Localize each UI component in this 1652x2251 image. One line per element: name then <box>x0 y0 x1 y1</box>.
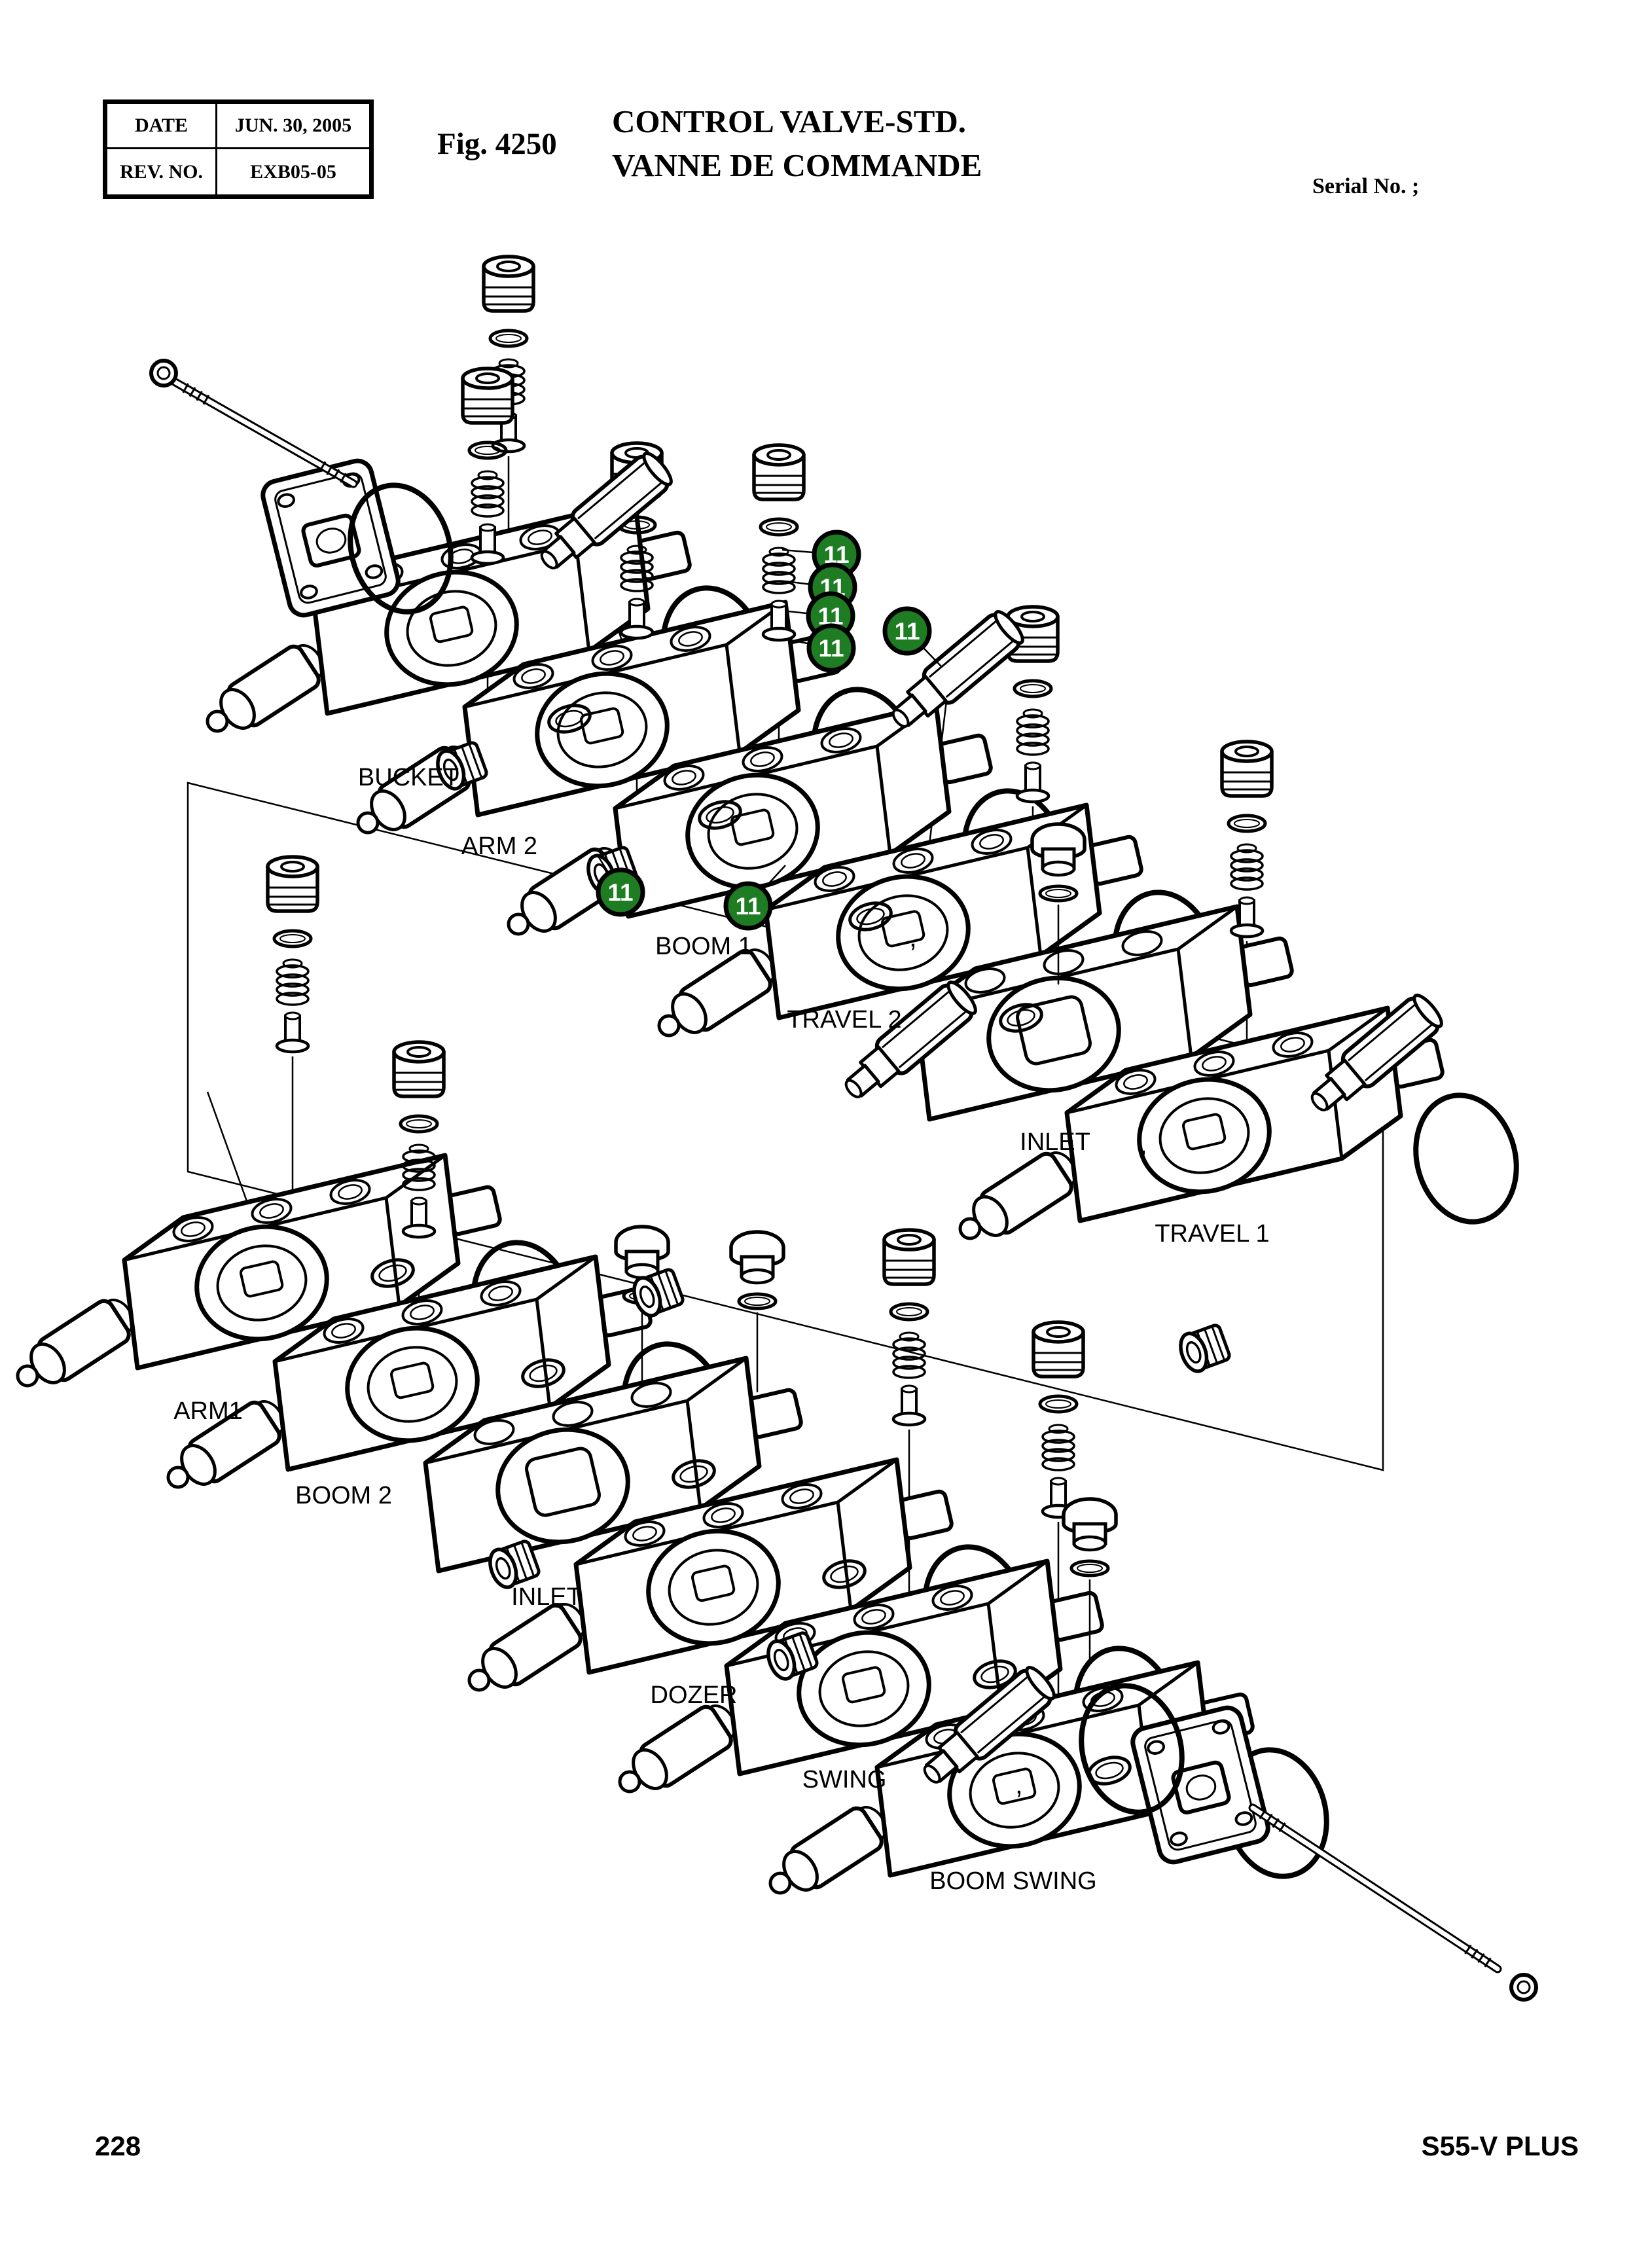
section-label-boom-swing: BOOM SWING <box>929 1867 1096 1895</box>
rod-nut <box>149 359 178 387</box>
rod-thread-tick <box>196 391 203 401</box>
figure-title: CONTROL VALVE-STD. VANNE DE COMMANDE <box>612 99 982 187</box>
section-label-bucket: BUCKET <box>358 764 459 791</box>
stray-mark: ’ <box>910 938 916 970</box>
section-label-inlet: INLET <box>1020 1128 1090 1156</box>
tie-rod-core <box>173 380 356 486</box>
rod-nut-hole <box>156 366 171 380</box>
rev-no-label: REV. NO. <box>107 149 217 194</box>
rod-thread-tick <box>202 395 210 405</box>
end-cover-plate <box>260 458 401 619</box>
item-callout-circle <box>806 623 856 673</box>
socket-plug <box>1176 1323 1231 1375</box>
item-callout-number: 11 <box>607 879 633 906</box>
rod-nut-hole <box>1517 1980 1531 1994</box>
section-label-boom-1: BOOM 1 <box>655 933 752 960</box>
rod-nut <box>1509 1973 1538 2002</box>
date-label: DATE <box>107 104 217 149</box>
section-label-boom-2: BOOM 2 <box>295 1482 392 1509</box>
item-callout-circle <box>723 881 773 931</box>
plug-spring-poppet-stack <box>1033 1322 1083 1517</box>
rod-thread-tick <box>1464 1944 1472 1954</box>
item-callout-number: 11 <box>818 635 844 662</box>
serial-number-label: Serial No. ; <box>1312 174 1420 198</box>
rod-thread-tick <box>182 383 189 393</box>
section-label-inlet: INLET <box>511 1583 582 1611</box>
item-callout-circle <box>882 606 932 656</box>
revision-table: DATE JUN. 30, 2005 REV. NO. EXB05-05 <box>103 99 374 199</box>
rev-no-value: EXB05-05 <box>250 160 336 183</box>
rod-thread-tick <box>332 469 340 479</box>
rod-thread-tick <box>1278 1822 1286 1833</box>
figure-number: Fig. 4250 <box>437 127 557 161</box>
item-callout-circle <box>596 867 645 917</box>
section-label-swing: SWING <box>802 1766 887 1793</box>
rod-thread-tick <box>189 387 196 397</box>
stray-mark: ’ <box>1140 1145 1147 1177</box>
figure-title-fr: VANNE DE COMMANDE <box>612 147 982 183</box>
section-label-arm-2: ARM 2 <box>461 833 537 860</box>
rod-thread-tick <box>1471 1949 1479 1959</box>
rod-thread-tick <box>326 465 333 475</box>
section-label-dozer: DOZER <box>651 1682 738 1709</box>
section-oring-travel-1 <box>1402 1084 1530 1233</box>
rod-thread-tick <box>1259 1809 1266 1820</box>
rod-thread-tick <box>1272 1818 1280 1828</box>
plug-spring-poppet-stack <box>268 857 317 1052</box>
item-callout-number: 11 <box>894 618 920 645</box>
stray-mark: ’ <box>1016 1785 1022 1817</box>
rod-thread-tick <box>319 461 327 471</box>
rod-thread-tick <box>1477 1953 1485 1964</box>
item-callout-number: 11 <box>735 893 761 920</box>
rod-thread-tick <box>340 473 347 483</box>
page-number: 228 <box>95 2131 141 2161</box>
rod-thread-tick <box>1484 1957 1492 1968</box>
section-label-travel-2: TRAVEL 2 <box>787 1006 901 1034</box>
rod-thread-tick <box>1265 1813 1273 1824</box>
figure-title-en: CONTROL VALVE-STD. <box>612 103 967 139</box>
model-code: S55-V PLUS <box>1421 2131 1579 2161</box>
tie-rod-core <box>1250 1805 1500 1972</box>
date-value: JUN. 30, 2005 <box>217 104 369 149</box>
plug-spring-poppet-stack <box>884 1230 934 1425</box>
section-label-travel-1: TRAVEL 1 <box>1155 1220 1269 1248</box>
section-label-arm1: ARM1 <box>173 1397 243 1425</box>
